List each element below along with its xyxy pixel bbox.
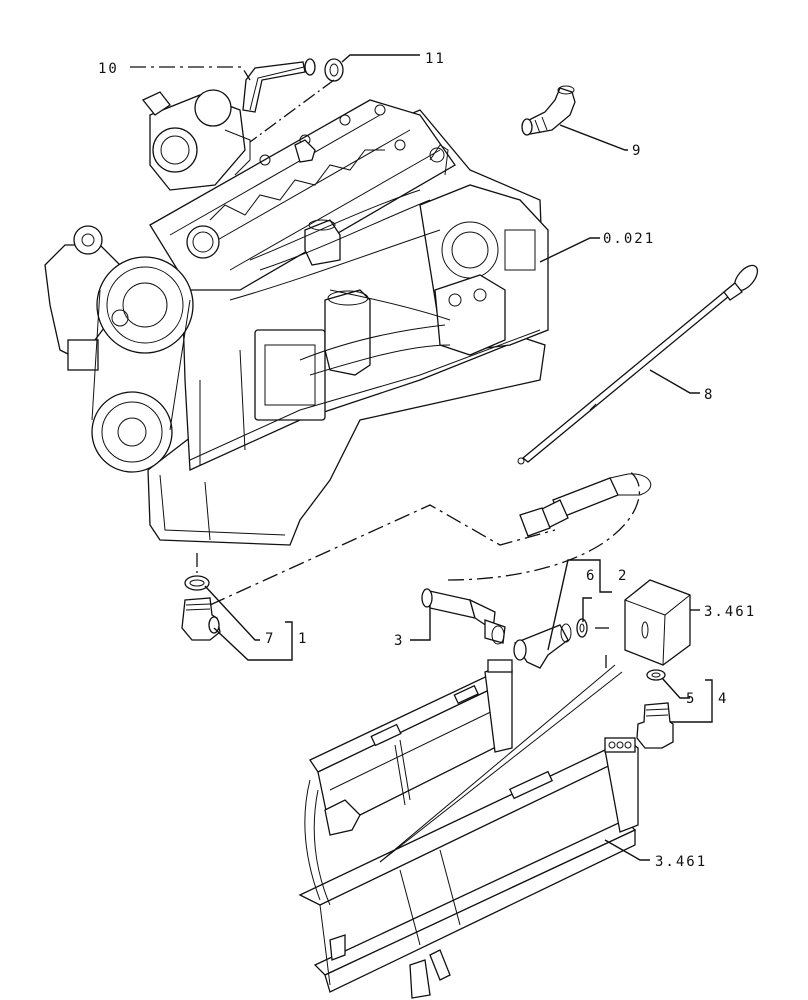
turbocharger: [141, 89, 251, 191]
callout-9: 9: [632, 143, 642, 159]
part-11-seal-ring: [324, 58, 344, 82]
callout-8: 8: [704, 387, 714, 403]
callout-labels: 10 11 9 0.021 8 6 2 3.461 7 1 3 5 4 3.46…: [98, 51, 756, 870]
front-pulleys: [44, 225, 194, 473]
part-8-dipstick: [517, 264, 759, 465]
part-4-drain-plug: [636, 702, 674, 749]
part-5-drain-washer: [646, 669, 666, 681]
callout-3-461-frame: 3.461: [655, 854, 707, 870]
part-9-elbow-fitting: [521, 85, 576, 136]
callout-10: 10: [98, 61, 119, 77]
part-7-sealing-washer: [184, 575, 210, 591]
callout-1: 1: [298, 631, 308, 647]
part-2-elbow-union: [513, 623, 572, 669]
reference-box-3461: [624, 579, 691, 666]
callout-7: 7: [265, 631, 275, 647]
callout-2: 2: [618, 568, 628, 584]
part-1-banjo-fitting: [181, 597, 221, 641]
callout-6: 6: [586, 568, 596, 584]
leader-lines: [130, 54, 713, 861]
chassis-frame: [298, 659, 639, 999]
callout-11: 11: [425, 51, 446, 67]
callout-0-021: 0.021: [603, 231, 655, 247]
engine-assembly: [44, 89, 549, 546]
part-3-oil-hose: [421, 588, 506, 645]
part-6-washer: [576, 618, 588, 638]
callout-5: 5: [686, 691, 696, 707]
callout-3-461-box: 3.461: [704, 604, 756, 620]
callout-3: 3: [394, 633, 404, 649]
part-10-breather-hose: [242, 58, 316, 113]
callout-4: 4: [718, 691, 728, 707]
hose-fitting-upper: [519, 473, 652, 537]
